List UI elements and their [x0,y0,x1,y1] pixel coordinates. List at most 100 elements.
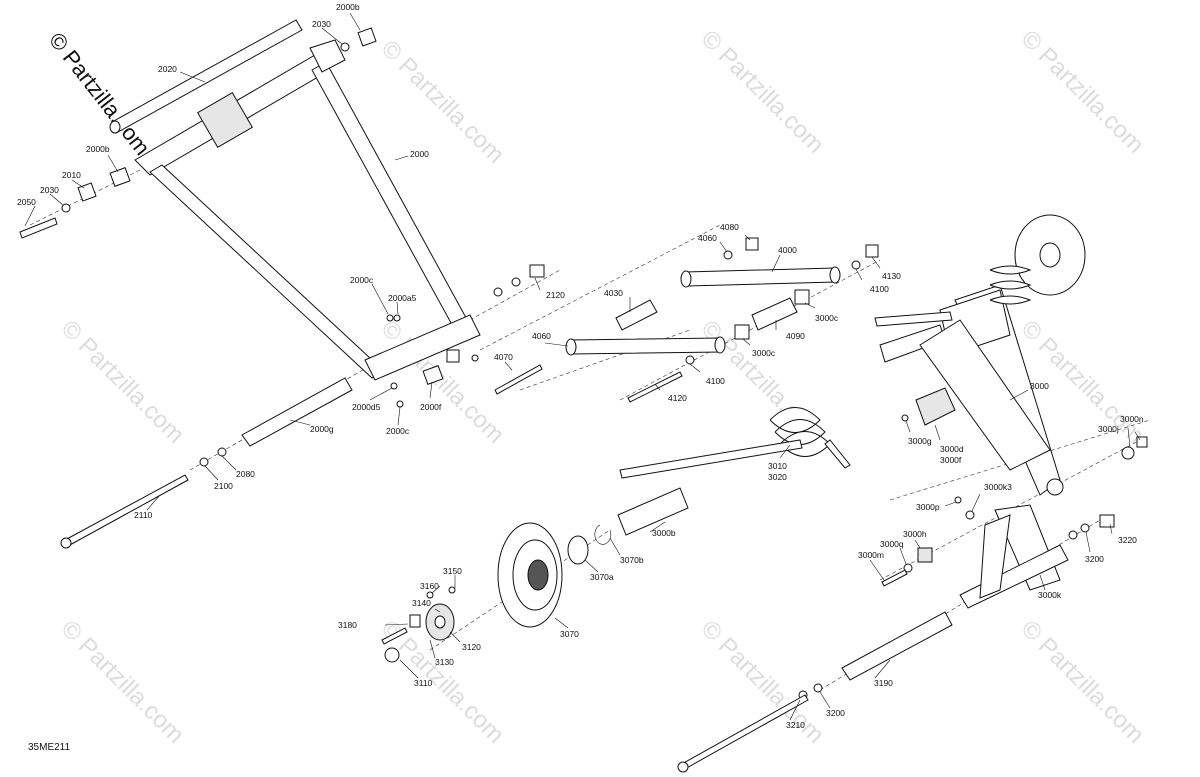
link-4000 [680,266,841,288]
callout-3000h: 3000h [903,529,927,539]
spacer-3000h [917,547,933,563]
diagram-code: 35ME211 [28,742,71,753]
link-lower [565,336,726,356]
callout-2100: 2100 [214,481,233,491]
callout-2000f: 2000f [420,402,442,412]
callout-3000m: 3000m [858,550,884,560]
callout-2000a5: 2000a5 [388,293,417,303]
washer-4060 [723,250,733,260]
callout-3140: 3140 [412,598,431,608]
callout-4130: 4130 [882,271,901,281]
callout-4120: 4120 [668,393,687,403]
callout-3070b: 3070b [620,555,644,565]
callout-3000c: 3000c [752,348,776,358]
callout-2000g: 2000g [310,424,334,434]
watermark: © Partzilla.com [56,315,189,448]
leader-lines [24,12,1141,721]
callout-4070: 4070 [494,352,513,362]
callout-3000k: 3000k [1038,590,1062,600]
callout-2050: 2050 [17,197,36,207]
screw-3000g [901,414,909,422]
callout-3000: 3000 [1030,381,1049,391]
callout-4090: 4090 [786,331,805,341]
bolt-4120 [627,371,683,403]
hub-3120 [381,586,456,663]
callout-3000k3: 3000k3 [984,482,1012,492]
callout-3070: 3070 [560,629,579,639]
callout-3180: 3180 [338,620,357,630]
callout-2000b: 2000b [86,144,110,154]
callout-3000p: 3000p [916,502,940,512]
clip-3000j [1121,446,1135,460]
bracket-3000k [959,504,1069,609]
copyright-text: © Partzilla.com [44,28,155,160]
callout-2120: 2120 [546,290,565,300]
callout-2030: 2030 [40,185,59,195]
callout-2020: 2020 [158,64,177,74]
spring-3010 [619,407,851,479]
washer-3200-c [813,683,823,693]
callout-3070a: 3070a [590,572,614,582]
bolt-head-2110 [60,537,72,549]
nut-3000k3 [965,510,975,520]
watermark: © Partzilla.com [696,25,829,158]
nut-3000n [1136,436,1148,448]
callout-4100: 4100 [706,376,725,386]
callout-3220: 3220 [1118,535,1137,545]
callout-3000j: 3000j [1098,424,1119,434]
hardware-2000c [386,314,479,408]
callout-3210: 3210 [786,720,805,730]
washer-2080 [217,447,227,457]
bolt-4070 [494,364,543,395]
bracket-3000d [915,387,956,426]
hardware-2120 [493,264,545,297]
callout-3120: 3120 [462,642,481,652]
callout-2110: 2110 [134,510,153,520]
callout-3000c: 3000c [815,313,839,323]
callout-3130: 3130 [435,657,454,667]
callout-3200: 3200 [826,708,845,718]
callout-4000: 4000 [778,245,797,255]
callout-3010: 3010 [768,461,787,471]
washer-3200-b [1068,530,1078,540]
idler-wheel-3070 [497,522,612,628]
callout-2030: 2030 [312,19,331,29]
callout-2000b: 2000b [336,2,360,12]
watermark: © Partzilla.com [376,35,509,168]
watermark: © Partzilla.com [56,615,189,748]
bushings-top [19,27,377,239]
washer-3000q [903,563,913,573]
shaft-3190 [841,611,953,681]
callout-2010: 2010 [62,170,81,180]
callout-2000c: 2000c [350,275,374,285]
washer-4100 [851,260,861,270]
nut-4130 [865,244,879,258]
bushing-3000c-a [794,289,810,305]
washer-4100-b [685,355,695,365]
watermark: © Partzilla.com [1016,615,1149,748]
rod-2000g [241,377,353,447]
bolt-head-3210 [677,761,689,773]
spacer-4030 [615,299,658,331]
callout-3000g: 3000g [908,436,932,446]
front-arm-2000 [134,39,481,381]
spacer-4090 [751,297,798,331]
callout-2000c: 2000c [386,426,410,436]
screw-3000p [954,496,962,504]
nut-4080 [745,237,759,251]
callout-3000f: 3000f [940,455,962,465]
shaft-2020 [109,19,303,134]
callout-4080: 4080 [720,222,739,232]
rod-3210 [679,694,809,771]
callout-4060: 4060 [698,233,717,243]
callout-3150: 3150 [443,566,462,576]
bushing-3000c-b [734,324,750,340]
watermark: © Partzilla.com [1016,25,1149,158]
callout-2000d5: 2000d5 [352,402,381,412]
callout-2000: 2000 [410,149,429,159]
callout-4100: 4100 [870,284,889,294]
rod-2110 [64,474,189,547]
callout-2080: 2080 [236,469,255,479]
watermark: © Partzilla.com [696,615,829,748]
